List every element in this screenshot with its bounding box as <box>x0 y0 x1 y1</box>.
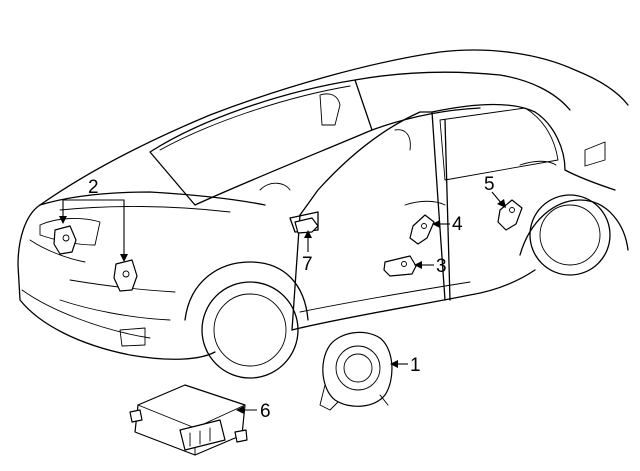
callout-number-3: 3 <box>436 256 447 277</box>
front-sensor-left <box>53 225 77 255</box>
callout-number-7: 7 <box>302 254 313 275</box>
leader-3 <box>414 261 434 269</box>
leader-1 <box>390 360 408 368</box>
door-sensor-7 <box>294 217 319 234</box>
callout-number-1: 1 <box>410 355 421 376</box>
rear-sensor-5 <box>497 199 523 231</box>
leader-4 <box>432 220 450 228</box>
callout-number-6: 6 <box>260 401 271 422</box>
front-sensor-right <box>113 259 138 292</box>
leader-2 <box>59 199 128 262</box>
spiral-cable-1 <box>319 331 393 411</box>
callout-number-2: 2 <box>88 177 99 198</box>
car-outline <box>17 49 629 379</box>
callout-number-5: 5 <box>484 174 495 195</box>
leader-6 <box>236 406 257 414</box>
side-sensor-3 <box>383 255 417 277</box>
leader-7 <box>304 230 312 252</box>
airbag-module-6 <box>129 384 248 456</box>
leader-5 <box>491 191 506 208</box>
callout-number-4: 4 <box>452 214 463 235</box>
side-sensor-4 <box>409 214 435 245</box>
